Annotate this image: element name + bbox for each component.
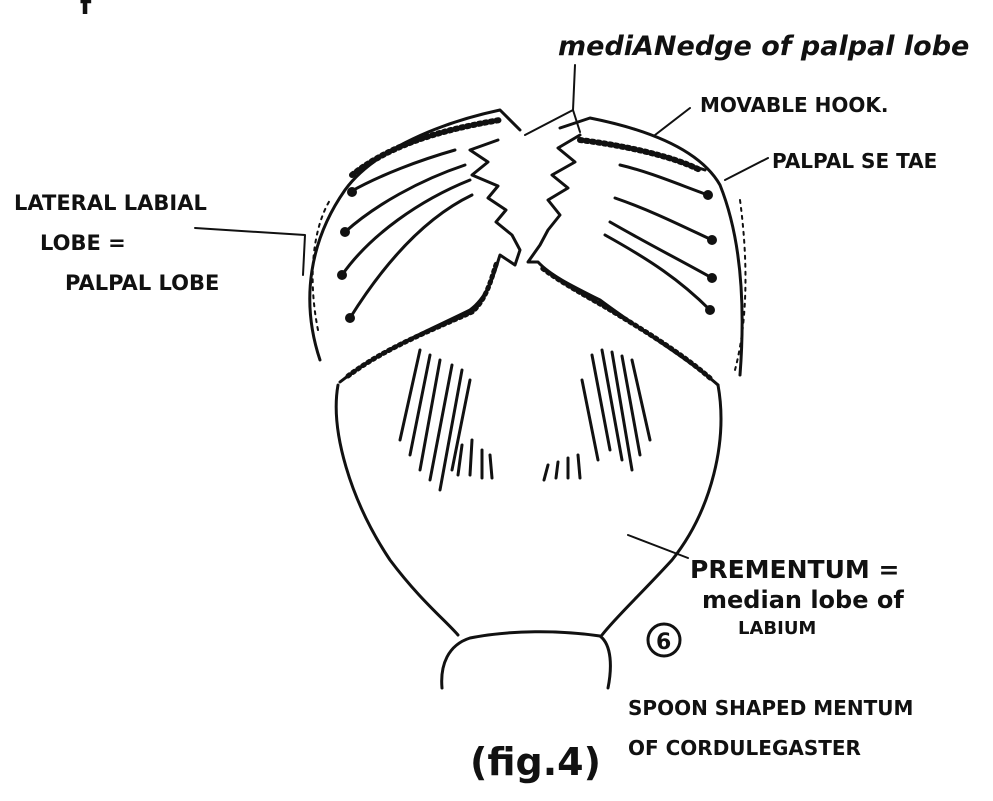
right-inner-lobe <box>528 135 718 385</box>
lateral-lobe-label-line3: PALPAL LOBE <box>65 271 219 295</box>
right-stipple-fringe <box>580 140 700 170</box>
prementum-outline <box>336 385 721 635</box>
figure-label: (fig.4) <box>470 740 601 784</box>
right-inner-lobe-stipple <box>542 268 710 378</box>
circled-number-text: 6 <box>656 630 671 655</box>
palpal-setae-leader <box>725 158 768 180</box>
top-fragment-text: f <box>80 0 92 21</box>
left-inner-lobe-stipple <box>348 262 497 376</box>
caption-line1: SPOON SHAPED MENTUM <box>628 696 913 720</box>
caption-line2: OF CORDULEGASTER <box>628 736 861 760</box>
movable-hook-label: MOVABLE HOOK. <box>700 93 888 117</box>
right-palpal-setae <box>605 148 717 315</box>
median-edge-label: mediANedge of palpal lobe <box>558 31 969 62</box>
prementum-label-line1: PREMENTUM = <box>690 555 899 584</box>
lateral-lobe-label-line1: LATERAL LABIAL <box>14 191 207 215</box>
movable-hook-leader <box>655 108 690 135</box>
left-inner-lobe <box>340 140 520 382</box>
prementum-label-line3: LABIUM <box>738 618 816 639</box>
lateral-lobe-label-line2: LOBE = <box>40 231 126 255</box>
prementum-label-line2: median lobe of <box>702 586 904 614</box>
palpal-setae-label: PALPAL SE TAE <box>772 149 937 173</box>
lateral-lobe-leader <box>195 228 305 275</box>
base-neck <box>442 632 611 688</box>
left-striations <box>400 350 492 490</box>
prementum-leader <box>628 535 688 558</box>
right-striations <box>544 350 650 480</box>
